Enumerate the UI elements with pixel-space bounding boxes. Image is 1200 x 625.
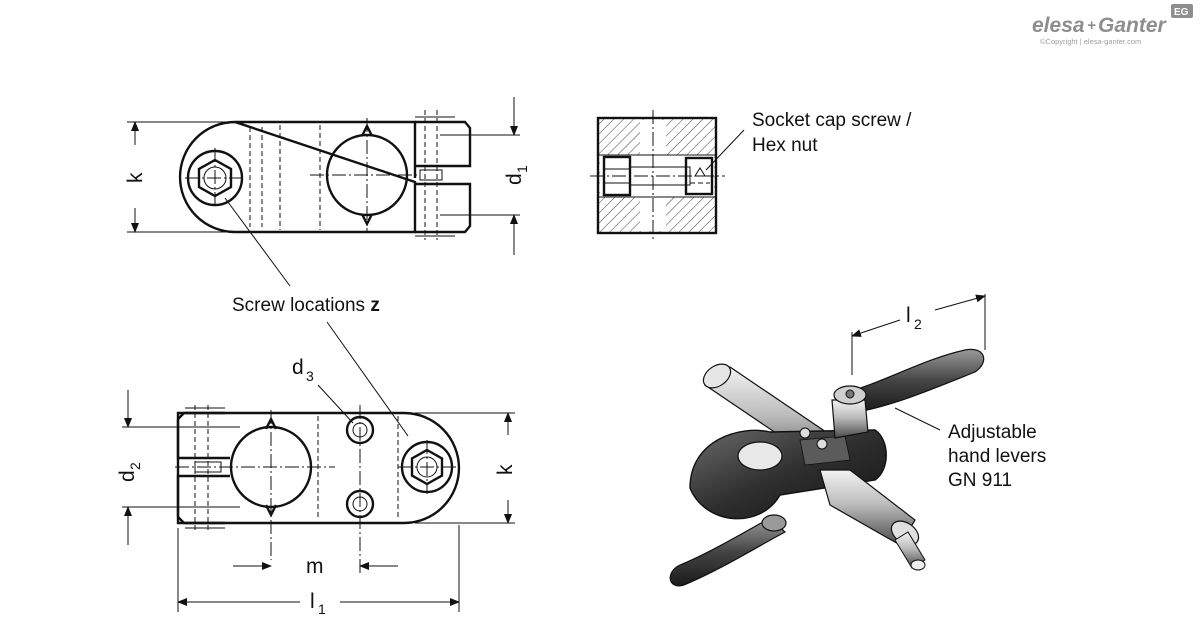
rod-front-spigot: [894, 531, 926, 569]
bottom-view: d 2 d 3 k m l 1: [116, 356, 517, 617]
bottom-k-label: k: [494, 464, 517, 475]
rod-front-spigot-end: [910, 559, 926, 571]
clamp-screw-1: [799, 427, 811, 439]
logo-badge: EG: [1174, 7, 1189, 18]
copyright-text: ©Copyright | elesa-ganter.com: [1040, 37, 1141, 46]
d2-label: d: [116, 470, 139, 482]
upper-lever-socket: [845, 389, 855, 399]
clamp-screw-2: [816, 438, 828, 450]
isometric-illustration: Adjustable hand levers GN 911 l 2: [669, 294, 1046, 587]
top-k-label: k: [124, 172, 147, 183]
d1-subscript: 1: [514, 165, 530, 173]
socket-label-line1: Socket cap screw /: [752, 110, 912, 131]
clamp-top-face: [799, 435, 851, 466]
l1-label: l: [310, 590, 315, 613]
d3-subscript: 3: [306, 368, 314, 384]
logo-plus: +: [1087, 17, 1096, 34]
d2-label-group: d 2: [116, 462, 143, 482]
lever-label-line2: hand levers: [948, 446, 1046, 467]
l2-label: l: [906, 304, 911, 327]
d3-label: d: [292, 356, 304, 379]
upper-hand-lever: [834, 348, 985, 413]
logo-elesa: elesa: [1032, 14, 1085, 37]
screw-locations-callout: Screw locations z: [224, 197, 409, 437]
bottom-view-body-outline: [176, 411, 461, 525]
screw-locations-label: Screw locations z: [232, 295, 380, 316]
top-view-jaw-lower: [415, 182, 472, 234]
l2-arrow-right: [934, 294, 986, 311]
bottom-view-jaw-lower: [176, 474, 230, 525]
d1-label: d: [503, 173, 526, 185]
socket-leader: [705, 129, 745, 171]
m-label: m: [306, 555, 324, 578]
brand-logo: elesa + Ganter EG ©Copyright | elesa-gan…: [1032, 4, 1193, 46]
section-view: Socket cap screw / Hex nut: [590, 110, 912, 240]
top-view: k d 1: [124, 97, 530, 255]
screw-leader-bottom: [326, 321, 409, 437]
l2-subscript: 2: [914, 316, 922, 332]
d2-subscript: 2: [127, 462, 143, 470]
clamp-bore: [737, 441, 783, 471]
lower-hand-lever: [669, 517, 787, 587]
upper-lever-boss: [831, 399, 869, 439]
logo-badge-box: [1171, 4, 1193, 18]
top-view-pin: [419, 169, 443, 181]
rod-rear-end: [702, 363, 732, 389]
l1-subscript: 1: [318, 601, 326, 617]
d1-label-group: d 1: [503, 165, 530, 185]
socket-label-line2: Hex nut: [752, 135, 818, 156]
bottom-view-jaw-upper: [176, 411, 230, 460]
lower-lever-boss: [761, 514, 787, 532]
screw-leader-top: [224, 197, 291, 287]
top-view-jaw-upper: [415, 120, 472, 168]
lever-leader: [894, 407, 941, 431]
lever-label-line3: GN 911: [948, 470, 1012, 491]
d3-leader: [317, 384, 354, 424]
lever-label-line1: Adjustable: [948, 422, 1037, 443]
logo-ganter: Ganter: [1098, 14, 1168, 37]
l2-arrow-left: [851, 319, 901, 337]
